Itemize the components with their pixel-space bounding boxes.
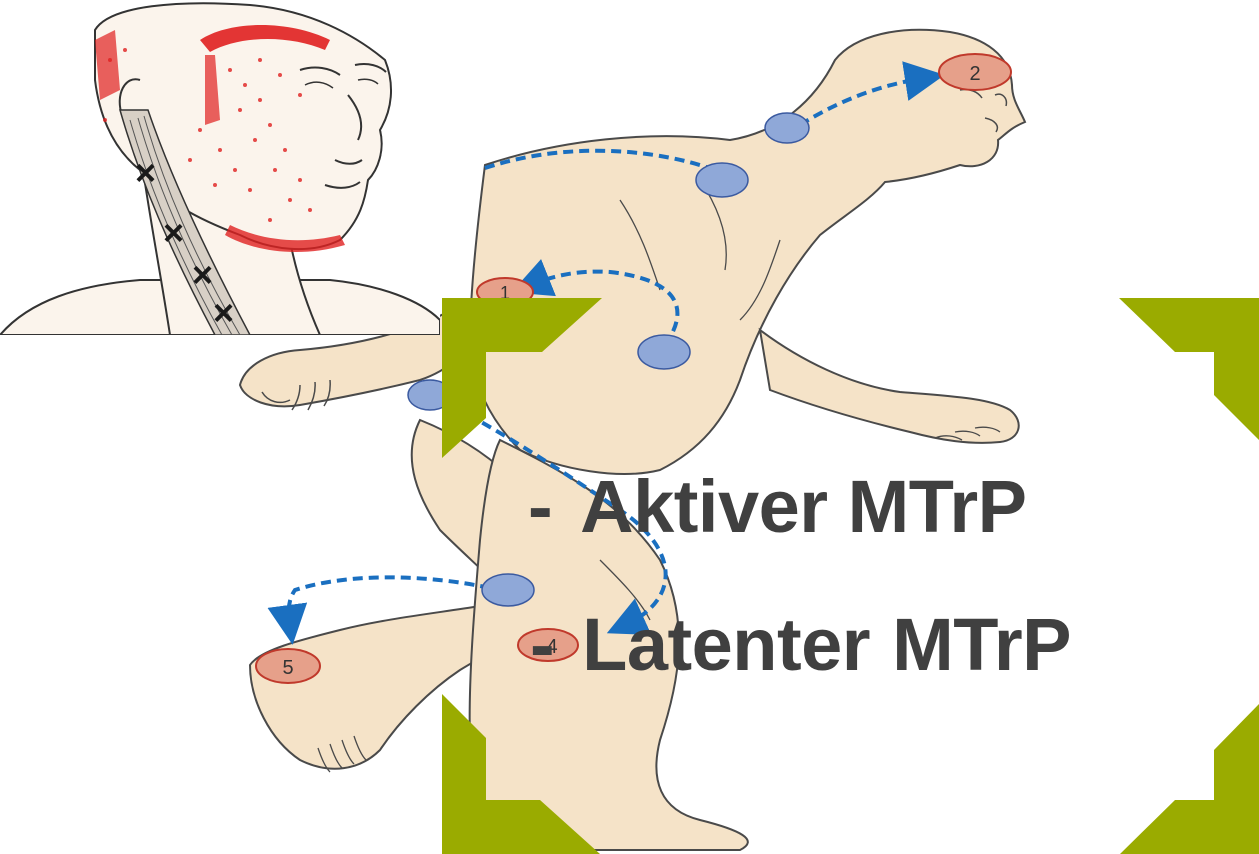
- trigger-point: [696, 163, 748, 197]
- front-arm: [760, 330, 1019, 443]
- corner-top-right: [1119, 298, 1259, 440]
- referral-zone-2: 2: [939, 54, 1011, 90]
- trigger-point: [638, 335, 690, 369]
- referral-label: 2: [969, 63, 980, 85]
- trigger-x-marker: ×: [135, 152, 156, 193]
- trigger-point: [482, 574, 534, 606]
- bullet-prefix: -: [528, 465, 552, 548]
- referral-zone-5: 5: [256, 649, 320, 683]
- trigger-x-marker: ×: [192, 254, 213, 295]
- trigger-x-marker: ×: [163, 212, 184, 253]
- bullet-aktiver: -Aktiver MTrP: [528, 470, 1027, 544]
- bullet-text: Aktiver MTrP: [580, 465, 1026, 548]
- head-illustration: × × × ×: [0, 0, 440, 335]
- trigger-x-marker: ×: [213, 292, 234, 333]
- corner-bottom-right: [1120, 704, 1259, 854]
- bullet-text-2: MTrP: [892, 603, 1071, 686]
- bullet-prefix: -: [530, 603, 554, 686]
- referral-label: 5: [282, 657, 293, 679]
- trigger-point: [765, 113, 809, 143]
- bullet-text: Latenter: [582, 603, 870, 686]
